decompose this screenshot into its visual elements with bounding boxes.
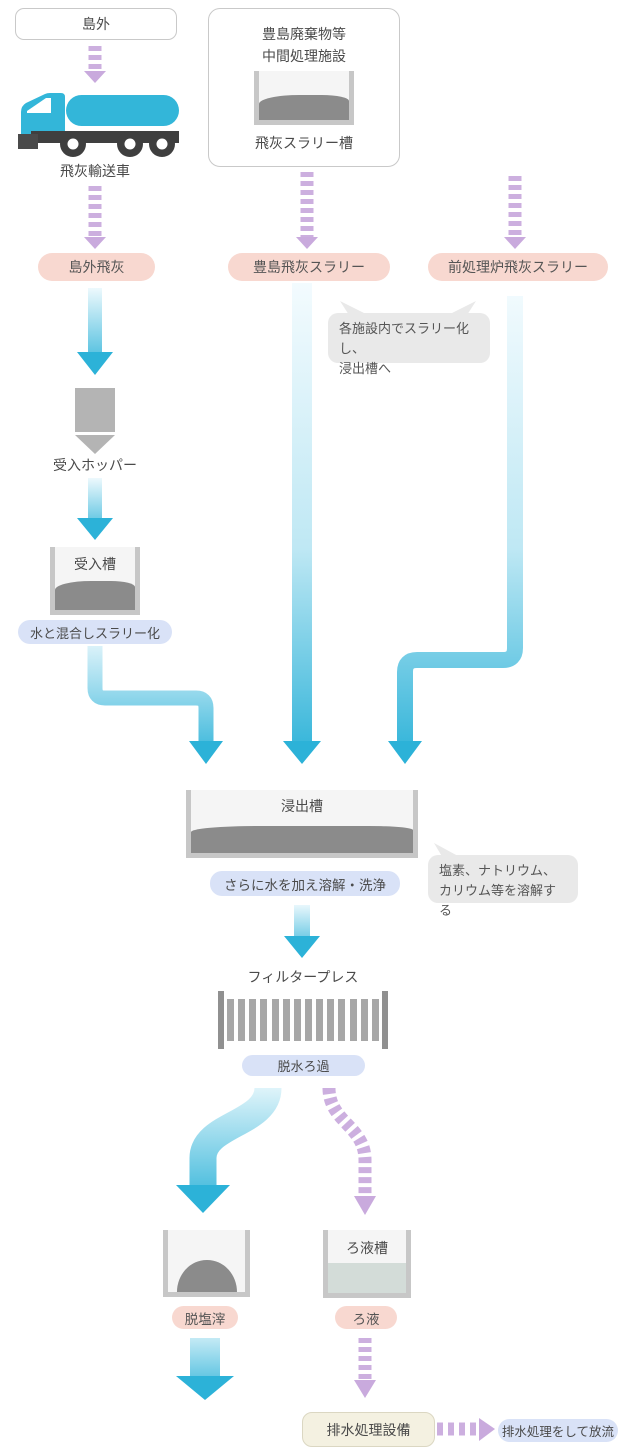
pill-pretreatment-slurry-label: 前処理炉飛灰スラリー (448, 260, 588, 276)
fly-ash-slurry-tank-label: 飛灰スラリー槽 (255, 136, 353, 152)
filtrate-tank-label: ろ液槽 (346, 1241, 388, 1257)
press-end-plate (382, 991, 388, 1049)
cyan-arrowheads (77, 352, 422, 1400)
bubble-dissolve-note: 塩素、ナトリウム、 カリウム等を溶解する (428, 843, 578, 919)
pipe-receiving-to-leaching (87, 646, 214, 742)
note-dewater: 脱水ろ過 (242, 1055, 365, 1076)
sludge-fill (55, 581, 135, 610)
bubble-slurry-line2: 浸出槽へ (339, 362, 392, 378)
pill-offisland-flyash: 島外飛灰 (38, 253, 155, 281)
treatment-facility-box: 排水処理設備 (302, 1412, 435, 1447)
facility-title-line1: 豊島廃棄物等 (262, 27, 346, 43)
press-end-plate (218, 991, 224, 1049)
bubble-slurry-note: 各施設内でスラリー化し、 浸出槽へ (328, 301, 490, 377)
filter-press-label: フィルタープレス (247, 970, 359, 986)
source-box-label: 島外 (82, 17, 110, 33)
liquid-fill (328, 1263, 406, 1293)
note-dewater-label: 脱水ろ過 (277, 1060, 330, 1075)
note-discharge-label: 排水処理をして放流 (501, 1424, 615, 1439)
note-discharge: 排水処理をして放流 (498, 1419, 618, 1442)
sludge-fill (259, 94, 349, 120)
pill-filtrate: ろ液 (335, 1306, 397, 1329)
bubble-dissolve-line2: カリウム等を溶解する (439, 884, 557, 920)
pill-offisland-flyash-label: 島外飛灰 (68, 260, 125, 276)
pill-pretreatment-slurry: 前処理炉飛灰スラリー (428, 253, 608, 281)
receiving-tank-icon: 受入槽 (50, 547, 140, 615)
fly-ash-slurry-tank-icon (254, 71, 354, 125)
bubble-dissolve-line1: 塩素、ナトリウム、 (439, 864, 557, 879)
pipe-press-to-residue (189, 1086, 282, 1187)
purple-arrowheads (84, 71, 526, 1441)
tanker-truck-icon (18, 93, 179, 157)
filter-press-icon (218, 991, 388, 1049)
pipe-pretreatment-to-leaching (397, 296, 523, 742)
note-dissolve-wash-label: さらに水を加え溶解・洗浄 (224, 877, 386, 894)
pill-teshima-slurry: 豊島飛灰スラリー (228, 253, 390, 281)
residue-tank-icon (163, 1230, 250, 1297)
facility-title-line2: 中間処理施設 (262, 48, 346, 65)
hopper-label: 受入ホッパー (53, 458, 137, 474)
hopper-icon (75, 388, 115, 432)
note-mix-water-label: 水と混合しスラリー化 (29, 626, 160, 642)
note-mix-water: 水と混合しスラリー化 (18, 620, 172, 644)
purple-dashed-arrows (88, 46, 522, 1436)
pill-residue-label: 脱塩滓 (184, 1311, 226, 1328)
leaching-tank-label: 浸出槽 (281, 799, 323, 815)
sludge-fill (191, 826, 413, 853)
pill-teshima-slurry-label: 豊島飛灰スラリー (253, 260, 365, 276)
note-dissolve-wash: さらに水を加え溶解・洗浄 (210, 871, 400, 896)
pill-residue: 脱塩滓 (172, 1306, 238, 1329)
pill-filtrate-label: ろ液 (352, 1311, 380, 1328)
receiving-tank-label: 受入槽 (74, 557, 116, 573)
truck-label: 飛灰輸送車 (60, 164, 130, 180)
source-box: 島外 (15, 8, 177, 40)
facility-box: 豊島廃棄物等 中間処理施設 飛灰スラリー槽 (208, 8, 400, 167)
treatment-facility-label: 排水処理設備 (326, 1422, 411, 1439)
facility-title: 豊島廃棄物等 中間処理施設 (209, 25, 399, 68)
press-plates (227, 999, 379, 1041)
cyan-flow-pipes (87, 283, 523, 1377)
leaching-tank-icon: 浸出槽 (186, 790, 418, 858)
filtrate-tank-icon: ろ液槽 (323, 1230, 411, 1298)
bubble-slurry-line1: 各施設内でスラリー化し、 (339, 322, 470, 358)
residue-mound (176, 1259, 237, 1292)
arrow-filtrate-curve (322, 1087, 372, 1197)
